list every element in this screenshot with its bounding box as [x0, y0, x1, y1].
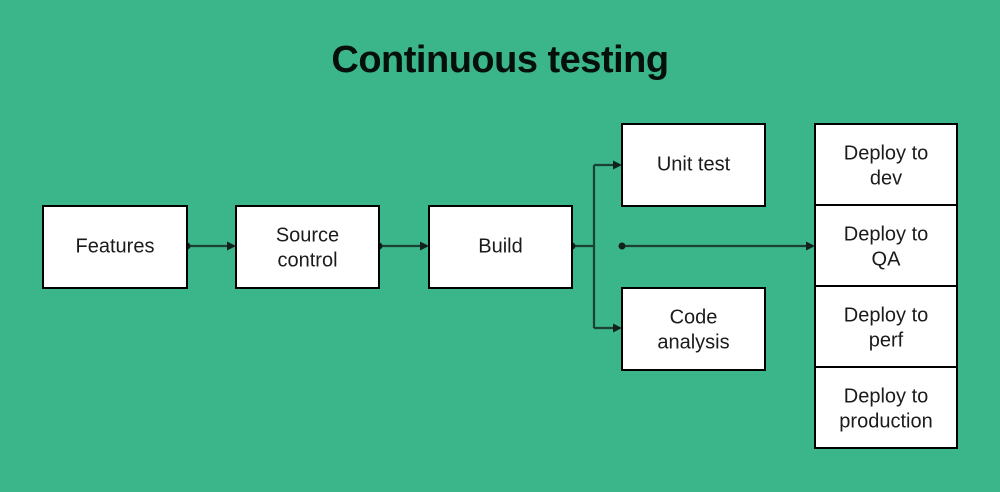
node-label-code-analysis-line1: Code [670, 306, 718, 328]
node-code-analysis[interactable]: Code analysis [621, 287, 766, 371]
node-label-unit-test: Unit test [657, 153, 731, 175]
node-deploy-qa[interactable]: Deploy to QA [814, 204, 958, 287]
node-label-deploy-perf-line2: perf [869, 329, 904, 351]
arrow-head [420, 241, 429, 251]
edge-build-to-code-analysis [594, 323, 622, 333]
node-deploy-production[interactable]: Deploy to production [814, 366, 958, 449]
arrow-head [613, 323, 622, 333]
node-label-code-analysis-line2: analysis [657, 331, 729, 353]
node-label-deploy-production-line2: production [839, 410, 932, 432]
node-deploy-dev[interactable]: Deploy to dev [814, 123, 958, 206]
node-label-deploy-dev-line1: Deploy to [844, 142, 929, 164]
edge-features-to-source-control [183, 241, 236, 251]
node-label-deploy-qa-line2: QA [872, 248, 902, 270]
arrow-head [613, 160, 622, 170]
node-build[interactable]: Build [428, 205, 573, 289]
node-features[interactable]: Features [42, 205, 188, 289]
edge-build-to-unit-test [594, 160, 622, 170]
node-label-source-control-line1: Source [276, 224, 339, 246]
node-label-features: Features [76, 235, 155, 257]
node-layer: Features Source control Build Unit test … [42, 123, 958, 449]
node-label-deploy-qa-line1: Deploy to [844, 223, 929, 245]
arrow-head [227, 241, 236, 251]
node-deploy-perf[interactable]: Deploy to perf [814, 285, 958, 368]
node-label-build: Build [478, 235, 522, 257]
node-label-source-control-line2: control [277, 249, 337, 271]
page-title: Continuous testing [331, 39, 669, 81]
node-label-deploy-dev-line2: dev [870, 167, 902, 189]
arrow-head [806, 241, 815, 251]
edge-source-control-to-build [375, 241, 429, 251]
edge-build-to-deploy-qa [618, 241, 815, 251]
connector-origin-dot [618, 242, 626, 250]
node-label-deploy-production-line1: Deploy to [844, 385, 929, 407]
node-label-deploy-perf-line1: Deploy to [844, 304, 929, 326]
node-unit-test[interactable]: Unit test [621, 123, 766, 207]
node-source-control[interactable]: Source control [235, 205, 380, 289]
